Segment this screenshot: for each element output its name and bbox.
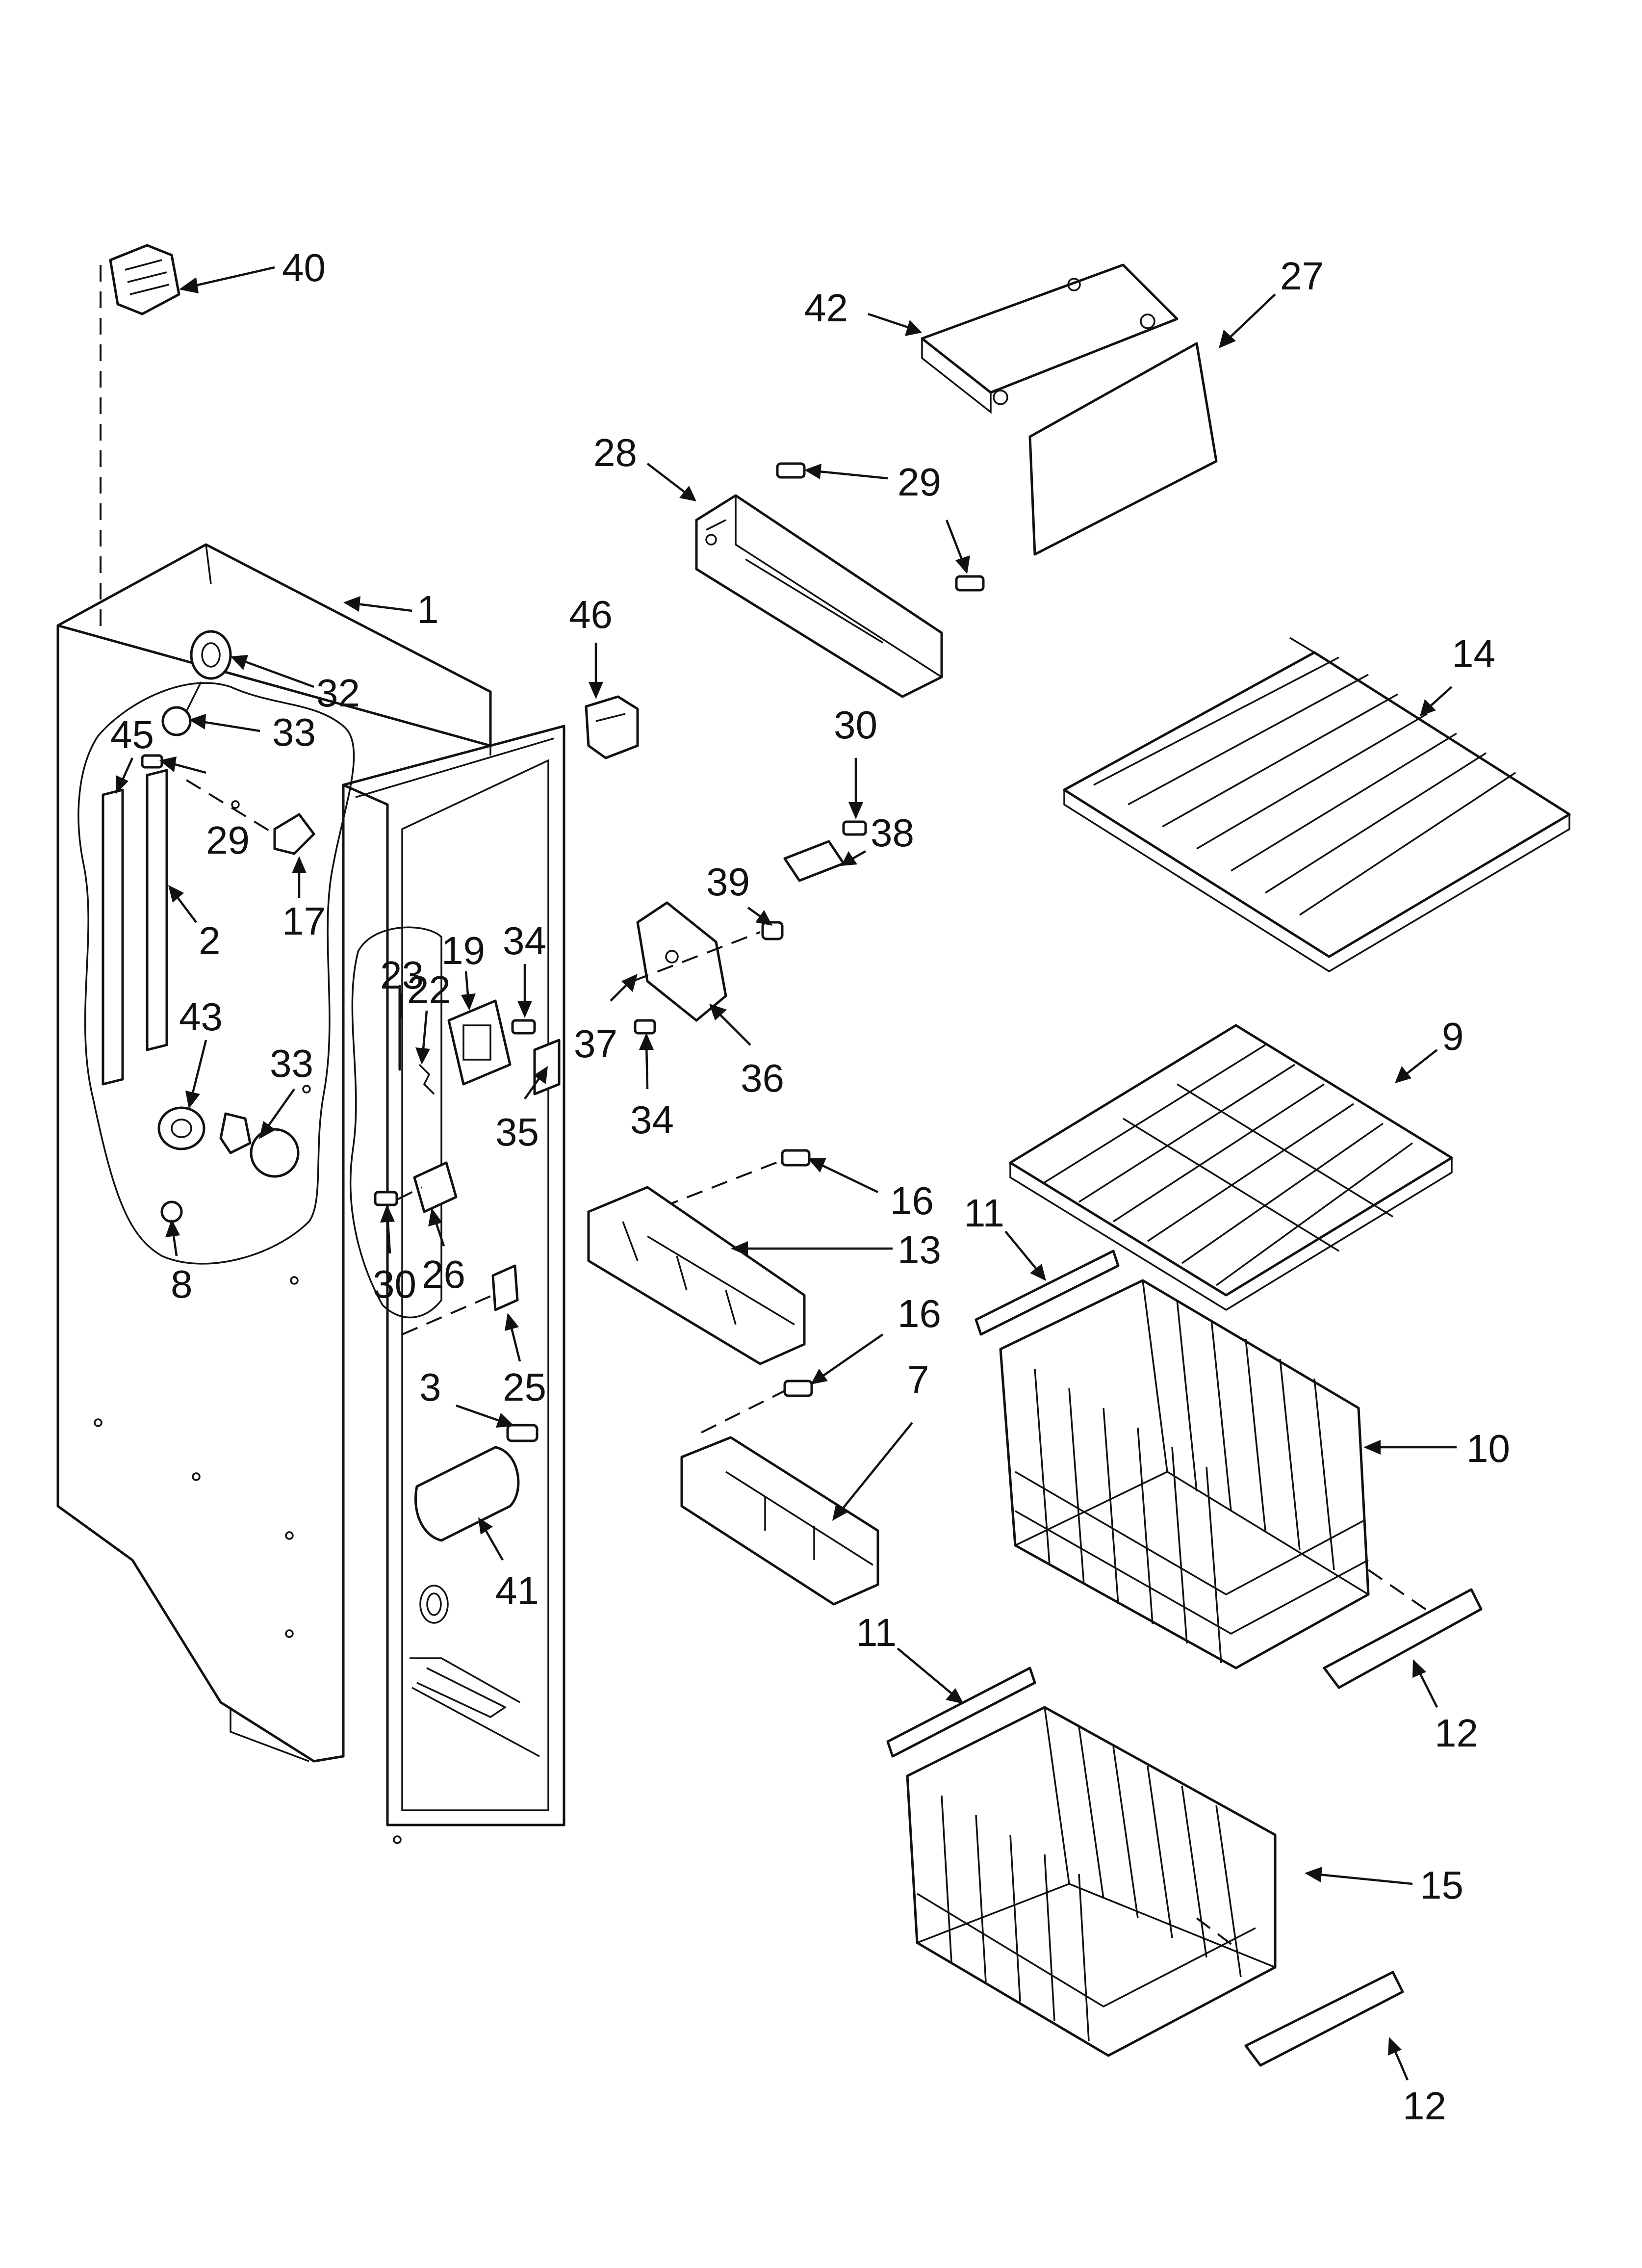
callout-43: 43 <box>179 995 223 1039</box>
part-27-panel <box>1028 342 1218 556</box>
callout-30-mid: 30 <box>834 703 877 747</box>
callout-30-lower: 30 <box>373 1262 416 1306</box>
callout-33-lower: 33 <box>270 1042 313 1085</box>
callout-13: 13 <box>898 1228 941 1272</box>
part-12-clip-lower <box>1244 1971 1404 2067</box>
callout-27: 27 <box>1280 254 1324 298</box>
callout-9: 9 <box>1442 1015 1464 1058</box>
callout-35: 35 <box>495 1110 539 1154</box>
part-28-housing <box>695 494 943 698</box>
part-22-spring <box>418 1064 435 1095</box>
part-29-screw-top-a <box>776 462 806 479</box>
callout-15: 15 <box>1420 1863 1463 1907</box>
part-16-screw-lower <box>783 1380 813 1397</box>
part-40-bracket <box>109 244 180 315</box>
callout-17: 17 <box>282 899 326 943</box>
part-43-socket <box>157 1106 205 1150</box>
callout-42: 42 <box>804 286 848 330</box>
callout-40: 40 <box>282 246 326 289</box>
part-3-screw <box>506 1424 539 1442</box>
callout-33-upper: 33 <box>272 710 316 754</box>
part-46-cap <box>585 695 639 759</box>
part-38-board <box>783 840 845 882</box>
callout-29-top-b: 29 <box>898 460 941 504</box>
part-30-screw-lower <box>374 1191 398 1206</box>
part-13-grille <box>587 1186 806 1365</box>
callout-10: 10 <box>1466 1427 1510 1470</box>
part-29-screw-top-b <box>955 575 985 592</box>
callout-32: 32 <box>316 671 360 715</box>
part-45-strip <box>102 788 124 1086</box>
part-15-basket <box>906 1706 1277 2057</box>
callout-38: 38 <box>871 811 914 855</box>
callout-36: 36 <box>741 1056 784 1100</box>
callout-41: 41 <box>495 1569 539 1613</box>
part-26-board <box>413 1161 458 1213</box>
callout-labels: 40 42 27 28 29 29 1 46 32 33 45 29 17 2 … <box>110 246 1510 2128</box>
callout-46: 46 <box>569 593 613 636</box>
part-10-basket <box>999 1279 1370 1669</box>
part-29-screw-left <box>141 754 163 769</box>
callout-23: 23 <box>380 953 424 997</box>
part-33-bulb-lower <box>219 1112 300 1178</box>
callout-22: 22 <box>407 968 451 1012</box>
part-8-pin <box>160 1200 183 1223</box>
callout-16-lower: 16 <box>898 1292 941 1335</box>
part-25-switch <box>491 1264 519 1311</box>
part-7-grille <box>680 1436 879 1606</box>
part-9-shelf <box>1009 1024 1453 1311</box>
part-11-handle-upper <box>975 1250 1120 1336</box>
callout-16-upper: 16 <box>890 1179 934 1223</box>
callout-19: 19 <box>441 929 485 972</box>
freezer-liner <box>56 543 565 1844</box>
part-32-lamp-socket <box>190 630 232 680</box>
part-34-screw-upper <box>511 1019 536 1035</box>
callout-37: 37 <box>574 1022 617 1066</box>
callout-34-mid: 34 <box>630 1098 674 1142</box>
callout-14: 14 <box>1452 632 1495 676</box>
callout-1: 1 <box>417 588 439 631</box>
callout-12-lower: 12 <box>1403 2084 1446 2128</box>
callout-45: 45 <box>110 713 154 756</box>
part-12-clip-upper <box>1323 1588 1483 1689</box>
part-39-knob <box>761 921 784 940</box>
part-16-screw-upper <box>781 1149 811 1167</box>
callout-11-lower: 11 <box>856 1611 897 1654</box>
callout-34-upper: 34 <box>503 919 546 963</box>
part-33-bulb-upper <box>161 681 202 736</box>
part-30-screw-mid <box>842 820 867 836</box>
part-17-clip <box>273 813 315 855</box>
part-34-screw-mid <box>634 1019 656 1035</box>
callout-12-upper: 12 <box>1435 1711 1478 1755</box>
callout-8: 8 <box>171 1262 193 1306</box>
callout-2: 2 <box>199 919 221 963</box>
part-11-handle-lower <box>886 1667 1036 1758</box>
callout-29-left: 29 <box>206 818 250 862</box>
part-41-cover <box>414 1446 520 1542</box>
callout-11-upper: 11 <box>964 1191 1004 1235</box>
callout-25: 25 <box>503 1365 546 1409</box>
callout-39: 39 <box>706 860 750 904</box>
part-2-rail <box>146 769 168 1051</box>
callout-3: 3 <box>419 1365 441 1409</box>
leader-arrows <box>116 266 1457 2081</box>
part-42-bracket <box>921 263 1179 414</box>
callout-7: 7 <box>907 1358 929 1402</box>
part-14-shelf <box>1063 637 1571 973</box>
part-36-cover <box>636 901 727 1022</box>
callout-26: 26 <box>422 1252 465 1296</box>
callout-28: 28 <box>593 431 637 474</box>
part-19-switch-plate <box>447 999 512 1086</box>
